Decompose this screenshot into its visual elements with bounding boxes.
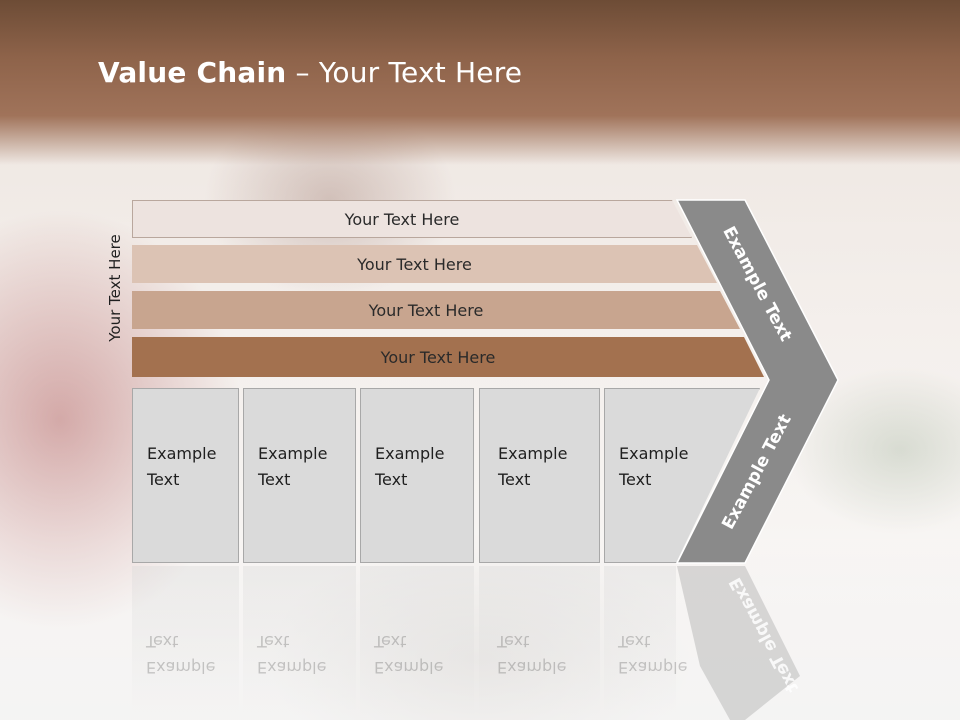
column-3-line-1: Example — [375, 444, 445, 463]
value-bar-1-label: Your Text Here — [344, 209, 460, 229]
title-banner — [0, 0, 960, 165]
column-5-line-1: Example — [619, 444, 689, 463]
activity-column-4[interactable]: Example Text — [479, 388, 600, 563]
column-1-reflection-line-1: Example — [146, 658, 216, 677]
column-4-reflection-line-1: Example — [497, 658, 567, 677]
value-bar-3-label: Your Text Here — [368, 300, 484, 320]
column-1-reflection-text: Example Text — [146, 628, 256, 680]
column-4-reflection-text: Example Text — [497, 628, 607, 680]
chevron-arrow-reflection — [677, 566, 800, 720]
chevron-arrow[interactable] — [675, 199, 839, 564]
column-3-reflection-line-2: Text — [374, 632, 407, 651]
column-3-reflection-line-1: Example — [374, 658, 444, 677]
column-2-reflection-line-1: Example — [257, 658, 327, 677]
column-1-line-2: Text — [147, 470, 180, 489]
activity-column-1-text: Example Text — [147, 441, 257, 493]
slide-title-bold: Value Chain — [98, 56, 287, 89]
column-2-line-1: Example — [258, 444, 328, 463]
value-bar-4[interactable]: Your Text Here — [132, 337, 764, 377]
column-4-line-1: Example — [498, 444, 568, 463]
value-bar-2[interactable]: Your Text Here — [132, 245, 717, 283]
value-bar-3[interactable]: Your Text Here — [132, 291, 740, 329]
column-1-reflection-line-2: Text — [146, 632, 179, 651]
column-2-line-2: Text — [258, 470, 291, 489]
column-2-reflection-text: Example Text — [257, 628, 367, 680]
column-3-reflection: Example Text — [360, 566, 474, 716]
column-5-reflection: Example Text — [604, 566, 687, 716]
column-4-reflection: Example Text — [479, 566, 600, 716]
column-5-reflection-text: Example Text — [618, 628, 728, 680]
slide-title[interactable]: Value Chain – Your Text Here — [98, 56, 522, 89]
column-3-reflection-text: Example Text — [374, 628, 484, 680]
column-5-line-2: Text — [619, 470, 652, 489]
activity-column-3[interactable]: Example Text — [360, 388, 474, 563]
value-bar-4-label: Your Text Here — [380, 347, 496, 367]
value-bar-1[interactable]: Your Text Here — [132, 200, 692, 238]
column-4-reflection-line-2: Text — [497, 632, 530, 651]
activity-column-2-text: Example Text — [258, 441, 368, 493]
activity-column-1[interactable]: Example Text — [132, 388, 239, 563]
column-5-reflection-line-2: Text — [618, 632, 651, 651]
column-1-reflection: Example Text — [132, 566, 239, 716]
slide-title-rest: – Your Text Here — [286, 56, 523, 89]
column-3-line-2: Text — [375, 470, 408, 489]
activity-column-4-text: Example Text — [498, 441, 608, 493]
activity-column-2[interactable]: Example Text — [243, 388, 356, 563]
activity-column-5-text: Example Text — [619, 441, 729, 493]
column-5-reflection-line-1: Example — [618, 658, 688, 677]
column-1-line-1: Example — [147, 444, 217, 463]
column-2-reflection-line-2: Text — [257, 632, 290, 651]
value-bar-2-label: Your Text Here — [357, 254, 472, 274]
column-4-line-2: Text — [498, 470, 531, 489]
column-2-reflection: Example Text — [243, 566, 356, 716]
activity-column-3-text: Example Text — [375, 441, 485, 493]
